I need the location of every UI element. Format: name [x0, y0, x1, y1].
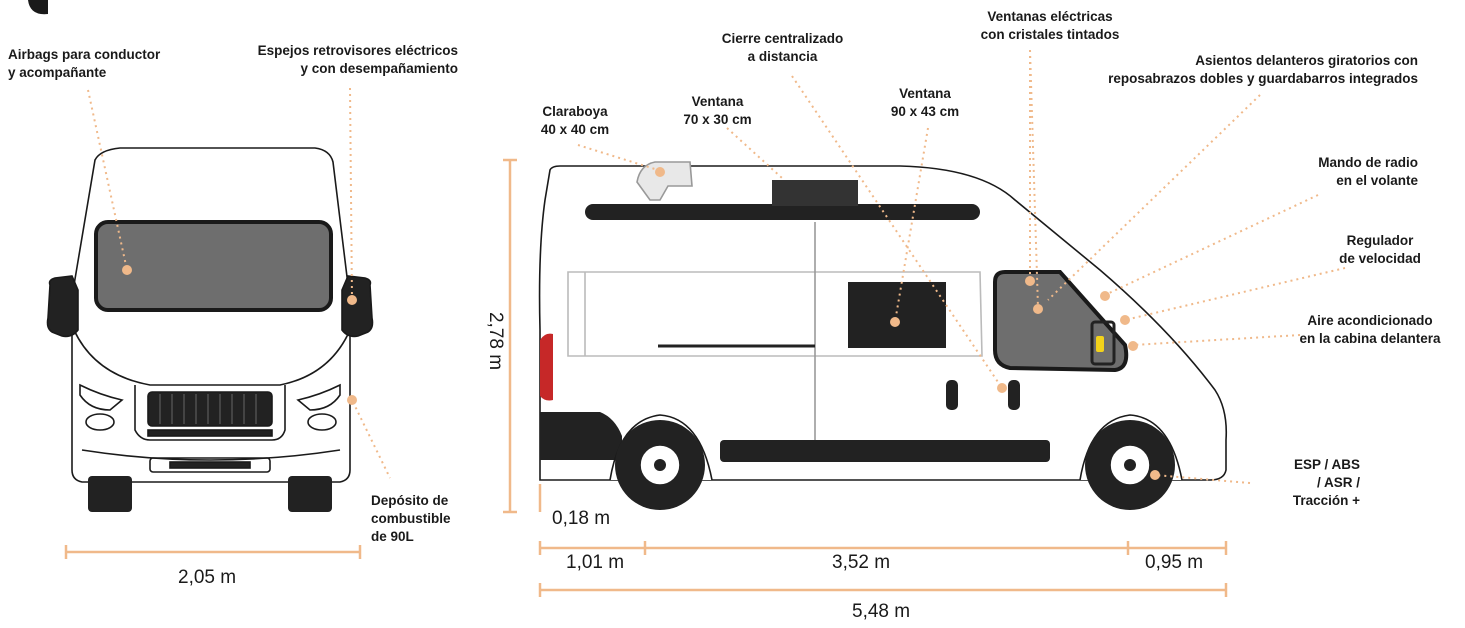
label-electric-windows: Ventanas eléctricas con cristales tintad…	[980, 9, 1120, 42]
label-fuel-tank: Depósito de combustible de 90L	[371, 493, 451, 544]
dimension-lines	[64, 158, 1228, 597]
pointer-lines	[87, 49, 1346, 484]
dim-wheelbase: 3,52 m	[832, 552, 891, 573]
label-cruise-control: Regulador de velocidad	[1339, 233, 1421, 266]
label-radio-control: Mando de radio en el volante	[1318, 155, 1418, 188]
dim-front-overhang: 0,95 m	[1145, 552, 1204, 573]
dim-total-length: 5,48 m	[852, 601, 911, 622]
label-window-small: Ventana 70 x 30 cm	[683, 94, 752, 127]
label-airbags: Airbags para conductor y acompañante	[8, 47, 161, 80]
label-safety-systems: ESP / ABS / ASR / Tracción +	[1292, 457, 1360, 508]
dim-height: 2,78 m	[485, 311, 506, 371]
label-mirrors: Espejos retrovisores eléctricos y con de…	[257, 43, 458, 76]
label-central-lock: Cierre centralizado a distancia	[721, 31, 844, 64]
pointer-dots	[122, 167, 1160, 480]
label-swivel-seats: Asientos delanteros giratorios con repos…	[1108, 53, 1418, 86]
label-air-conditioning: Aire acondicionado en la cabina delanter…	[1299, 313, 1441, 346]
corner-badge	[28, 0, 48, 15]
front-view-van	[46, 147, 374, 512]
dim-ground-clearance: 0,18 m	[552, 508, 611, 529]
dim-front-width: 2,05 m	[178, 567, 237, 588]
label-skylight: Claraboya 40 x 40 cm	[540, 104, 610, 137]
side-view-van	[538, 161, 1228, 510]
dim-rear-overhang: 1,01 m	[566, 552, 625, 573]
label-window-large: Ventana 90 x 43 cm	[890, 86, 960, 119]
